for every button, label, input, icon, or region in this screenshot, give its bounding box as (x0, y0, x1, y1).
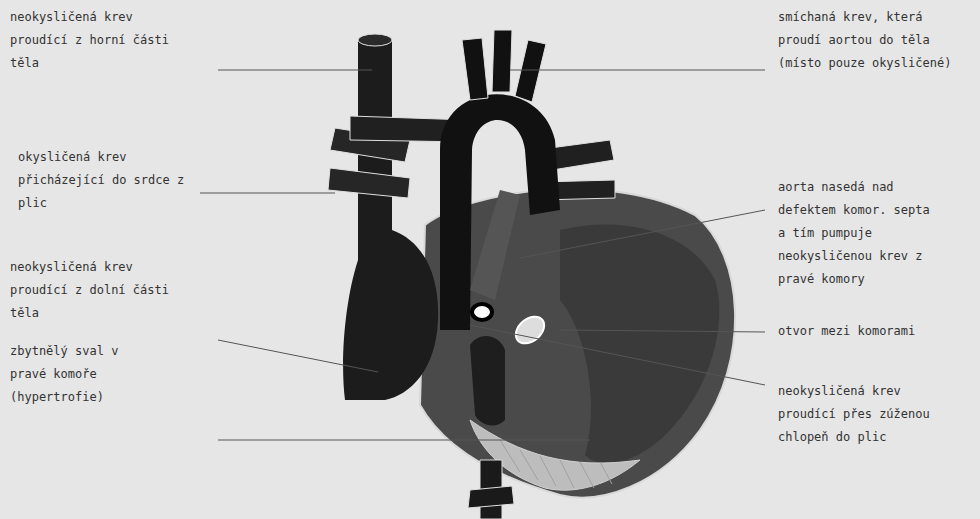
pulmonary-trunk (470, 190, 520, 300)
leader-lines (200, 70, 765, 440)
aorta (440, 94, 560, 330)
callout-text: aorta nasedá nad defektem komor. septa a… (778, 176, 940, 291)
callout-text: neokysličená krev proudící přes zúženou … (778, 380, 948, 449)
callout-text: zbytnělý sval v pravé komoře (hypertrofi… (10, 340, 130, 409)
muscle-hatch (500, 440, 612, 488)
descending-vessels (468, 460, 514, 519)
left-ventricle (560, 224, 719, 463)
callout-text: neokysličená krev proudící z horní části… (10, 6, 185, 75)
septal-defect (470, 336, 505, 426)
right-atrium (343, 40, 438, 400)
aortic-branches (462, 30, 546, 102)
vena-cava-end (358, 34, 392, 46)
callout-text: okysličená krev přicházející do srdce z … (18, 146, 193, 215)
stenotic-valve (472, 304, 492, 320)
callout-text: smíchaná krev, která proudí aortou do tě… (778, 6, 968, 75)
callout-text: otvor mezi komorami (778, 320, 968, 343)
pulmonary-arteries (350, 116, 615, 200)
callout-text: neokysličená krev proudící z dolní části… (10, 256, 185, 325)
aortic-valve (511, 311, 550, 348)
